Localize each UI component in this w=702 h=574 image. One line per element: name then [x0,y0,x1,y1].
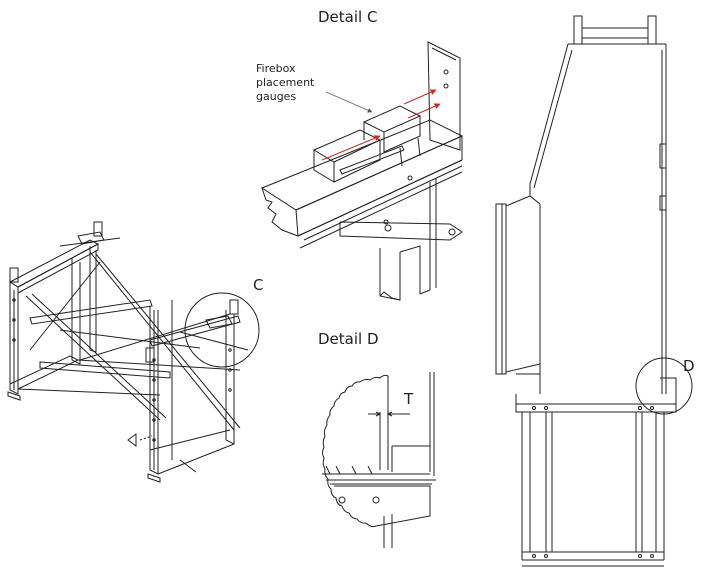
dimension-t-marker [368,411,410,420]
gauge-leader-line [325,91,373,113]
gauge-annotation-line-1: Firebox [256,62,296,75]
callout-c-label: C [253,276,264,294]
gauge-annotation-line-2: placement [256,76,315,89]
red-placement-arrows [321,89,441,161]
fireplace-side-view [495,15,677,567]
callout-d-label: D [683,357,695,375]
detail-d-circle [635,357,693,415]
stand-isometric-view [7,221,249,483]
detail-c-circle [184,292,260,368]
detail-d-drawing [322,372,436,548]
dimension-t-label: T [404,390,414,408]
detail-c-title: Detail C [318,8,378,26]
gauge-annotation: Firebox placement gauges [256,62,314,104]
detail-d-title: Detail D [318,330,379,348]
gauge-annotation-line-3: gauges [256,90,297,103]
detail-c-drawing [260,41,464,301]
